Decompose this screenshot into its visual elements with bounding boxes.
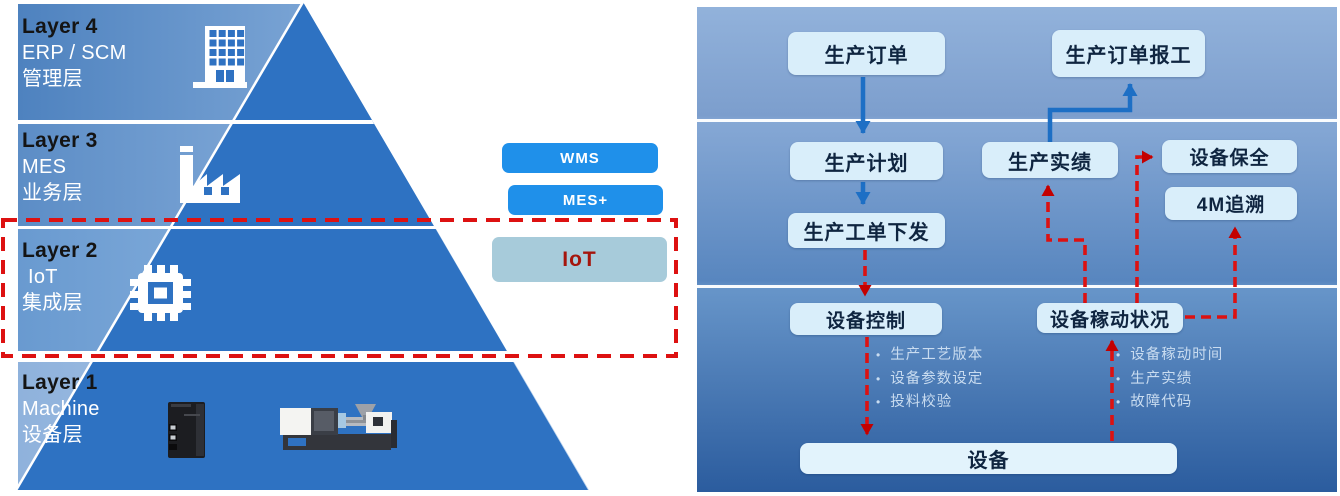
building-icon (193, 26, 247, 88)
iot-highlight-dashed-rect (1, 218, 678, 358)
production-order-box: 生产订单 (788, 32, 945, 75)
injection-molding-machine-image (280, 404, 397, 450)
device-box: 设备 (800, 443, 1177, 474)
dashed-status-to-4m (1185, 226, 1242, 319)
bullet-item: 投料校验 (876, 391, 983, 415)
factory-icon (180, 146, 240, 203)
arrow-result-to-report (1047, 83, 1138, 143)
dashed-status-to-maintenance (1135, 150, 1154, 303)
equipment-maintenance-box: 设备保全 (1162, 140, 1297, 173)
mes-plus-tag: MES+ (508, 185, 663, 215)
bullet-item: 生产实绩 (1116, 368, 1223, 392)
device-status-box: 设备稼动状况 (1037, 303, 1183, 333)
dashed-status-to-result (1041, 184, 1087, 303)
servo-drive-image (168, 402, 205, 458)
wms-tag: WMS (502, 143, 658, 173)
bullet-item: 设备稼动时间 (1116, 344, 1223, 368)
work-order-release-box: 生产工单下发 (788, 213, 945, 248)
production-plan-box: 生产计划 (790, 142, 943, 180)
chip-icon (130, 265, 191, 321)
pyramid-diagram (1, 1, 678, 493)
bullet-item: 设备参数设定 (876, 368, 983, 392)
flow-panel-background (697, 7, 1337, 492)
panel-divider-top (697, 119, 1337, 122)
device-control-box: 设备控制 (790, 303, 942, 335)
bullet-item: 故障代码 (1116, 391, 1223, 415)
production-order-report-box: 生产订单报工 (1052, 30, 1205, 77)
device-control-bullet-list: 生产工艺版本 设备参数设定 投料校验 (876, 344, 983, 415)
iot-tag: IoT (492, 237, 667, 282)
bullet-item: 生产工艺版本 (876, 344, 983, 368)
device-status-bullet-list: 设备稼动时间 生产实绩 故障代码 (1116, 344, 1223, 415)
pyramid-left-edge (13, 1, 305, 493)
machine-images (168, 402, 397, 458)
panel-divider-bottom (697, 284, 1337, 288)
pyramid-triangle (15, 2, 588, 490)
traceability-4m-box: 4M追溯 (1165, 187, 1297, 220)
production-result-box: 生产实绩 (982, 142, 1118, 178)
